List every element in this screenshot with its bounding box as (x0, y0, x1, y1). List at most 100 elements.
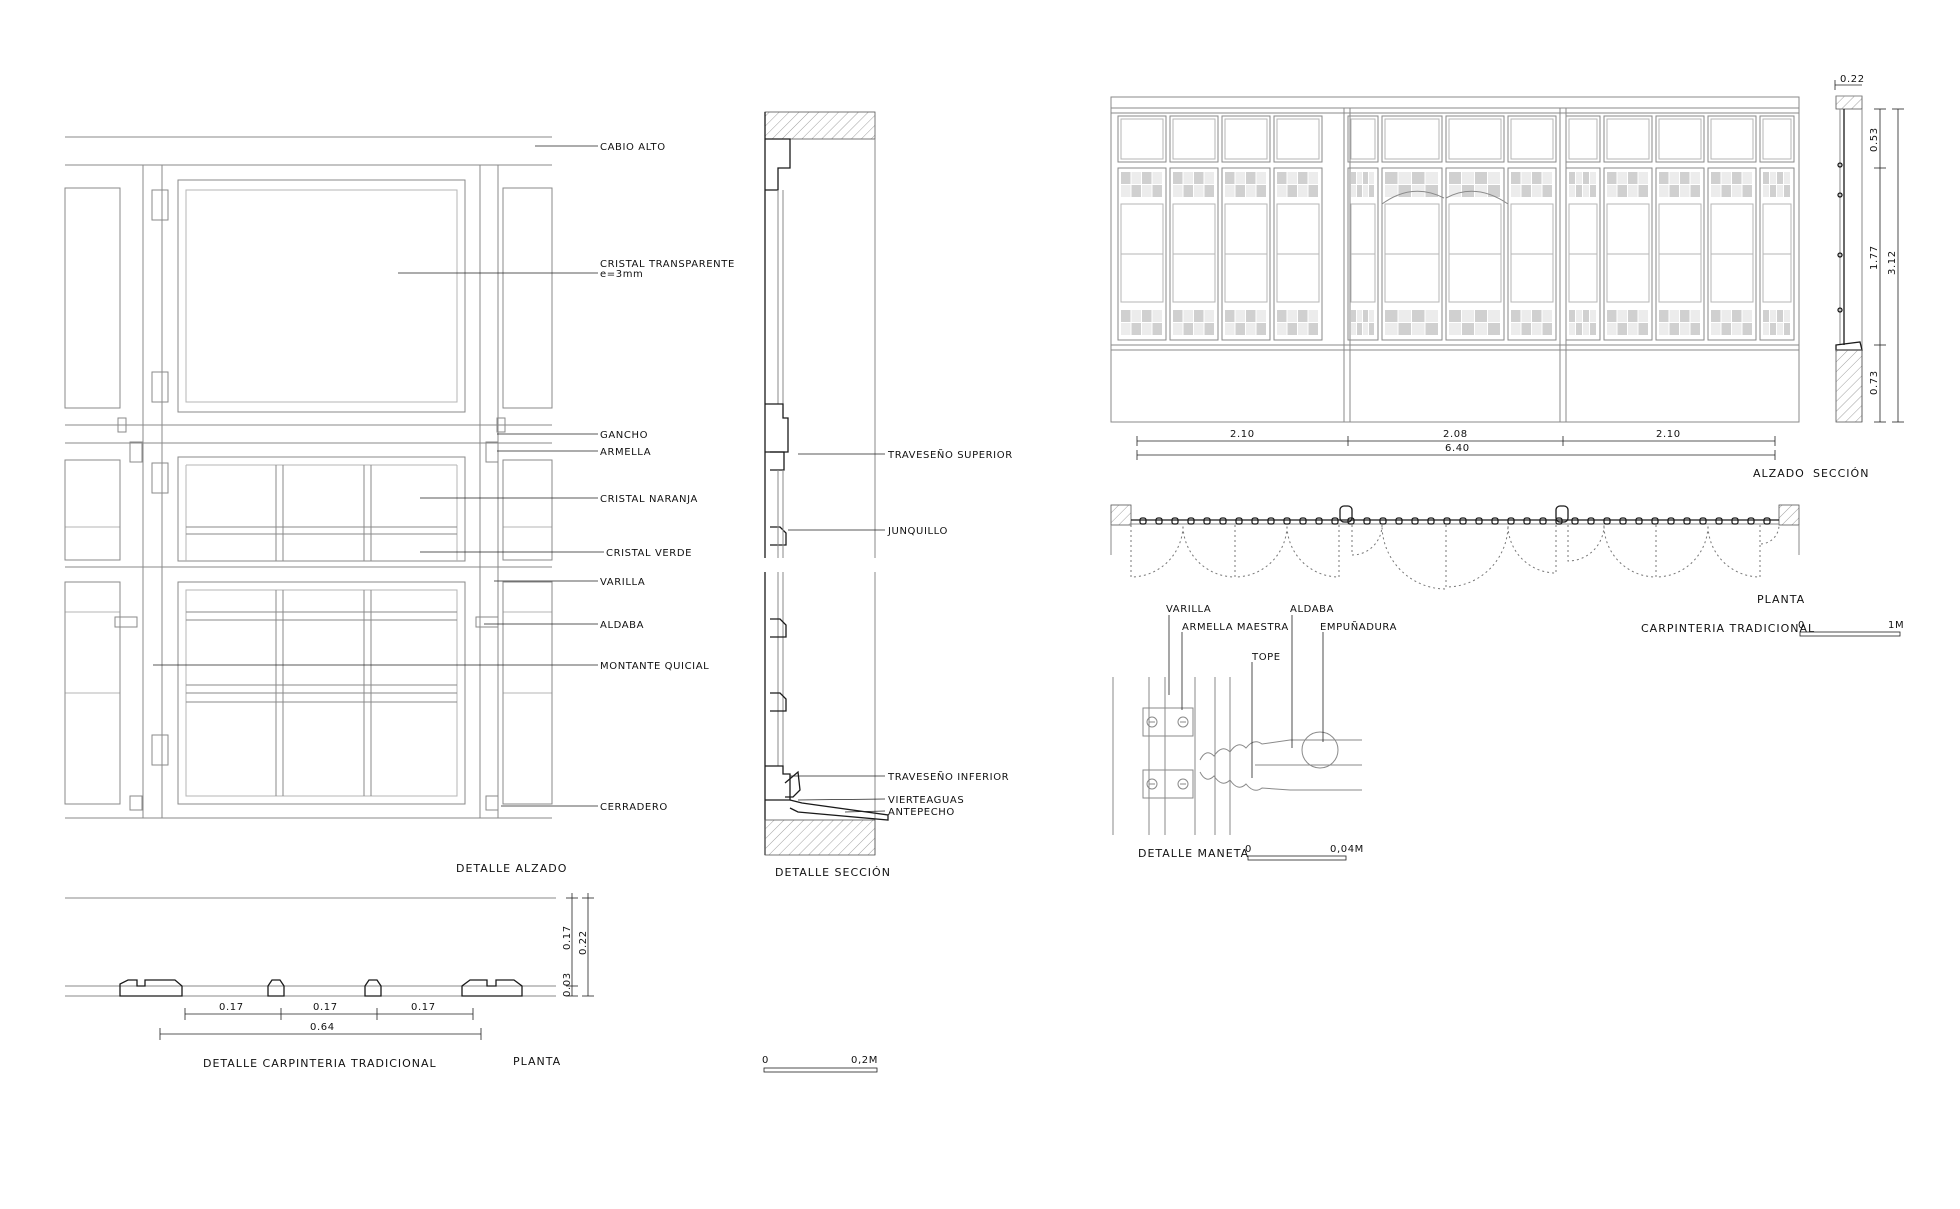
colored-glass-tile (1669, 323, 1679, 335)
door-leaf (1655, 167, 1705, 341)
title-detalle-seccion: DETALLE SECCIÓN (775, 866, 891, 879)
colored-glass-tile (1511, 323, 1521, 335)
colored-glass-tile (1669, 310, 1679, 322)
colored-glass-tile (1121, 323, 1131, 335)
detalle-seccion-drawing: TRAVESEÑO SUPERIOR JUNQUILLO TRAVESEÑO I… (764, 111, 1012, 879)
transom-pane-inner (1276, 118, 1320, 160)
colored-glass-tile (1576, 185, 1582, 197)
dim-sec-053: 0.53 (1869, 127, 1880, 152)
transom-pane (1707, 115, 1757, 163)
colored-glass-tile (1308, 310, 1318, 322)
alzado-elevation (1110, 96, 1800, 423)
plan-hinge-knob (1715, 517, 1723, 525)
colored-glass-tile (1398, 185, 1411, 197)
colored-glass-tile (1521, 323, 1531, 335)
colored-glass-tile (1204, 310, 1214, 322)
colored-glass-tile (1462, 172, 1474, 184)
colored-glass-tile (1351, 172, 1356, 184)
colored-glass-tile (1583, 172, 1589, 184)
colored-glass-tile (1763, 185, 1769, 197)
door-swing-arc (1286, 524, 1340, 578)
plan-hinge-knob (1315, 517, 1323, 525)
colored-glass-tile (1235, 172, 1245, 184)
colored-glass-tile (1462, 310, 1474, 322)
door-leaf-glass (1658, 203, 1702, 303)
plan-hinge-knob (1283, 517, 1291, 525)
colored-glass-tile (1235, 310, 1245, 322)
door-leaf (1759, 167, 1795, 341)
colored-glass-tile (1721, 323, 1731, 335)
colored-glass-tile (1711, 310, 1721, 322)
colored-glass-tile (1576, 323, 1582, 335)
colored-glass-tile (1385, 310, 1398, 322)
colored-glass-tile (1576, 172, 1582, 184)
colored-glass-tile (1488, 323, 1500, 335)
colored-glass-tile (1638, 310, 1648, 322)
transom-pane-inner (1568, 118, 1598, 160)
colored-glass-tile (1777, 172, 1783, 184)
plan-hinge-knob (1507, 517, 1515, 525)
title-seccion: SECCIÓN (1813, 467, 1869, 480)
colored-glass-tile (1711, 172, 1721, 184)
colored-glass-tile (1425, 172, 1438, 184)
colored-glass-tile (1732, 185, 1742, 197)
colored-glass-tile (1475, 172, 1487, 184)
colored-glass-tile (1590, 323, 1596, 335)
plan-hinge-knob (1587, 517, 1595, 525)
dim-plan-017-c: 0.17 (411, 1002, 436, 1013)
plan-hinge-knob (1443, 517, 1451, 525)
decorative-arch (1445, 190, 1509, 205)
colored-glass-tile (1617, 310, 1627, 322)
door-leaf-glass (1568, 203, 1598, 303)
door-leaf-glass (1350, 203, 1376, 303)
colored-glass-tile (1256, 323, 1266, 335)
colored-glass-tile (1235, 323, 1245, 335)
colored-glass-tile (1659, 172, 1669, 184)
colored-glass-tile (1488, 310, 1500, 322)
label-vierteaguas: VIERTEAGUAS (888, 795, 964, 806)
colored-glass-tile (1183, 185, 1193, 197)
colored-glass-tile (1680, 172, 1690, 184)
colored-glass-tile (1583, 185, 1589, 197)
colored-glass-tile (1398, 310, 1411, 322)
label-cabio-alto: CABIO ALTO (600, 142, 666, 153)
door-swing-arc (1182, 524, 1236, 578)
colored-glass-tile (1287, 185, 1297, 197)
label-tope: TOPE (1251, 652, 1281, 663)
planta-right (1110, 504, 1800, 590)
dim-plan-064: 0.64 (310, 1022, 335, 1033)
door-leaf-glass (1224, 203, 1268, 303)
colored-glass-tile (1628, 323, 1638, 335)
colored-glass-tile (1277, 310, 1287, 322)
colored-glass-tile (1690, 172, 1700, 184)
plan-hinge-knob (1171, 517, 1179, 525)
colored-glass-tile (1669, 185, 1679, 197)
colored-glass-tile (1121, 172, 1131, 184)
colored-glass-tile (1628, 310, 1638, 322)
plan-hinge-knob (1187, 517, 1195, 525)
colored-glass-tile (1357, 185, 1362, 197)
title-detalle-carpinteria: DETALLE CARPINTERIA TRADICIONAL (203, 1057, 437, 1070)
colored-glass-tile (1131, 310, 1141, 322)
scale-maneta-max: 0,04M (1330, 844, 1364, 855)
plan-hinge-knob (1219, 517, 1227, 525)
door-swing-arc (1603, 524, 1657, 578)
transom-pane-inner (1448, 118, 1502, 160)
colored-glass-tile (1351, 323, 1356, 335)
colored-glass-tile (1607, 310, 1617, 322)
door-leaf-glass (1762, 203, 1792, 303)
transom-pane (1655, 115, 1705, 163)
dim-sec-177: 1.77 (1869, 245, 1880, 270)
colored-glass-tile (1475, 310, 1487, 322)
colored-glass-tile (1770, 172, 1776, 184)
colored-glass-tile (1246, 323, 1256, 335)
colored-glass-tile (1152, 172, 1162, 184)
colored-glass-tile (1298, 310, 1308, 322)
plan-hinge-knob (1139, 517, 1147, 525)
scale-bar-seccion: 0 0,2M (762, 1055, 878, 1073)
transom-pane-inner (1762, 118, 1792, 160)
colored-glass-tile (1369, 172, 1374, 184)
colored-glass-tile (1763, 323, 1769, 335)
colored-glass-tile (1152, 323, 1162, 335)
scale-maneta-zero: 0 (1245, 844, 1252, 855)
